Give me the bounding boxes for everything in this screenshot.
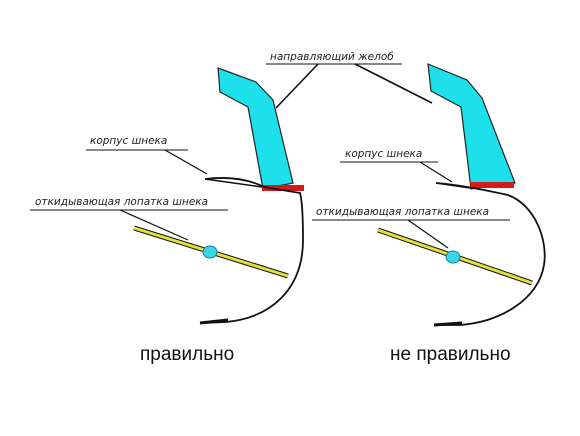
caption-incorrect: не правильно (390, 344, 511, 365)
housing-leader-left (164, 149, 208, 175)
blade-hub-right (445, 250, 461, 264)
housing-leader-right (419, 161, 453, 183)
housing-edge-right (433, 321, 463, 327)
auger-housing-right (435, 182, 546, 326)
chute-leader-left (275, 63, 319, 109)
incorrect-assembly: корпус шнека откидывающая лопатка шнека (312, 63, 546, 327)
housing-label-right: корпус шнека (345, 148, 422, 160)
housing-lip-right (435, 182, 471, 189)
guide-chute-right (427, 63, 516, 190)
chute-label: направляющий желоб (266, 51, 433, 109)
seal-strip-left (262, 185, 304, 191)
blade-label-right: откидывающая лопатка шнека (316, 206, 489, 218)
housing-label-left: корпус шнека (90, 135, 167, 147)
seal-strip-right (470, 182, 514, 188)
blade-leader-right (407, 219, 449, 249)
auger-housing-left (201, 177, 304, 324)
blade-leader-left (119, 209, 189, 241)
caption-correct: правильно (140, 344, 234, 365)
blade-hub-left (202, 245, 218, 259)
housing-edge-left (199, 318, 229, 325)
blade-label-left: откидывающая лопатка шнека (35, 196, 208, 208)
housing-lip-left (204, 178, 263, 188)
chute-leader-right (354, 63, 433, 104)
guide-chute-left (217, 67, 294, 190)
correct-assembly: корпус шнека откидывающая лопатка шнека (30, 67, 304, 325)
chute-label-text: направляющий желоб (270, 51, 394, 63)
